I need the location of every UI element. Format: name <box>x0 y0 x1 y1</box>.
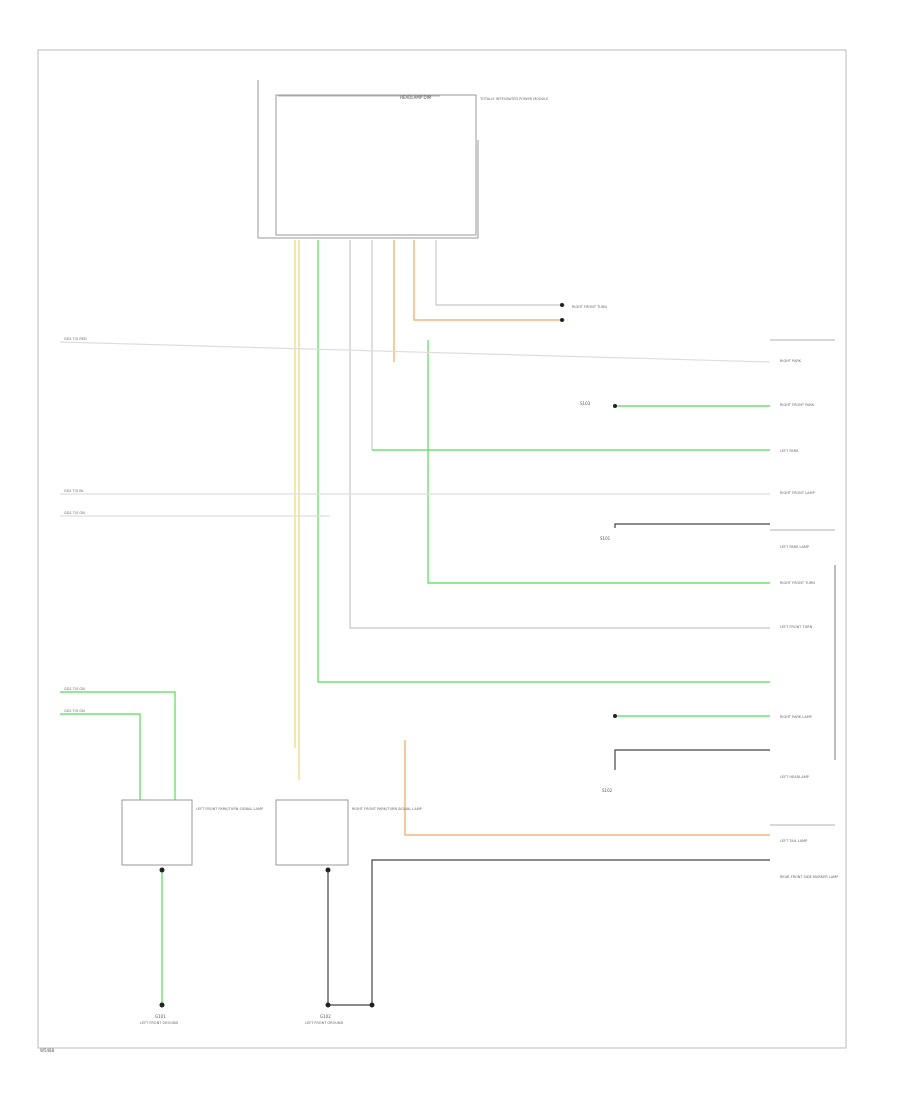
right-label-6: LEFT PARK LAMP <box>780 545 809 549</box>
left-label-1: GD1 T/S RED <box>64 337 87 341</box>
right-label-8: LEFT FRONT TURN <box>780 625 813 629</box>
right-label-2: RIGHT PARK <box>780 359 802 363</box>
right-labels: RIGHT FRONT TURN RIGHT PARK RIGHT FRONT … <box>572 305 838 879</box>
right-label-10: LEFT HEADLAMP <box>780 775 809 779</box>
module-sub-label: HEADLAMP DIM <box>400 95 432 100</box>
power-module: HEADLAMP DIM TOTALLY INTEGRATED POWER MO… <box>257 80 548 239</box>
diagram-frame <box>37 49 847 1049</box>
right-label-1: RIGHT FRONT TURN <box>572 305 607 309</box>
right-label-3: RIGHT FRONT PARK <box>780 403 815 407</box>
right-label-5: RIGHT FRONT LAMP <box>780 491 815 495</box>
left-label-5: GD1 T/S GN <box>64 709 85 713</box>
wires <box>59 240 771 1006</box>
right-lamp-label: RIGHT FRONT PARK/TURN SIGNAL LAMP <box>352 807 422 811</box>
ground-g101-sub: LEFT FRONT GROUND <box>140 1021 179 1025</box>
module-name: TOTALLY INTEGRATED POWER MODULE <box>479 97 548 101</box>
splice-s102: S102 <box>602 788 613 793</box>
ground-g102: G102 <box>320 1014 331 1019</box>
right-label-12: REAR FRONT SIDE MARKER LAMP <box>780 875 838 879</box>
right-label-9: RIGHT PARK LAMP <box>780 715 812 719</box>
left-label-2: GD1 T/S BL <box>64 489 84 493</box>
right-label-7: RIGHT FRONT TURN <box>780 581 815 585</box>
left-front-lamp <box>121 799 193 866</box>
ground-g101: G101 <box>155 1014 166 1019</box>
connector-dots <box>159 303 617 1008</box>
left-lamp-label: LEFT FRONT PARK/TURN SIGNAL LAMP <box>196 807 263 811</box>
right-label-11: LEFT TAIL LAMP <box>780 839 807 843</box>
ground-g102-sub: LEFT FRONT GROUND <box>305 1021 344 1025</box>
left-label-3: GD1 T/S GN <box>64 511 85 515</box>
left-label-4: GD1 T/S GN <box>64 687 85 691</box>
right-front-lamp <box>275 799 349 866</box>
splice-s101: S101 <box>600 536 611 541</box>
splice-s103: S103 <box>580 401 591 406</box>
corner-code: W5488 <box>40 1048 55 1053</box>
right-label-4: LEFT PARK <box>780 449 799 453</box>
